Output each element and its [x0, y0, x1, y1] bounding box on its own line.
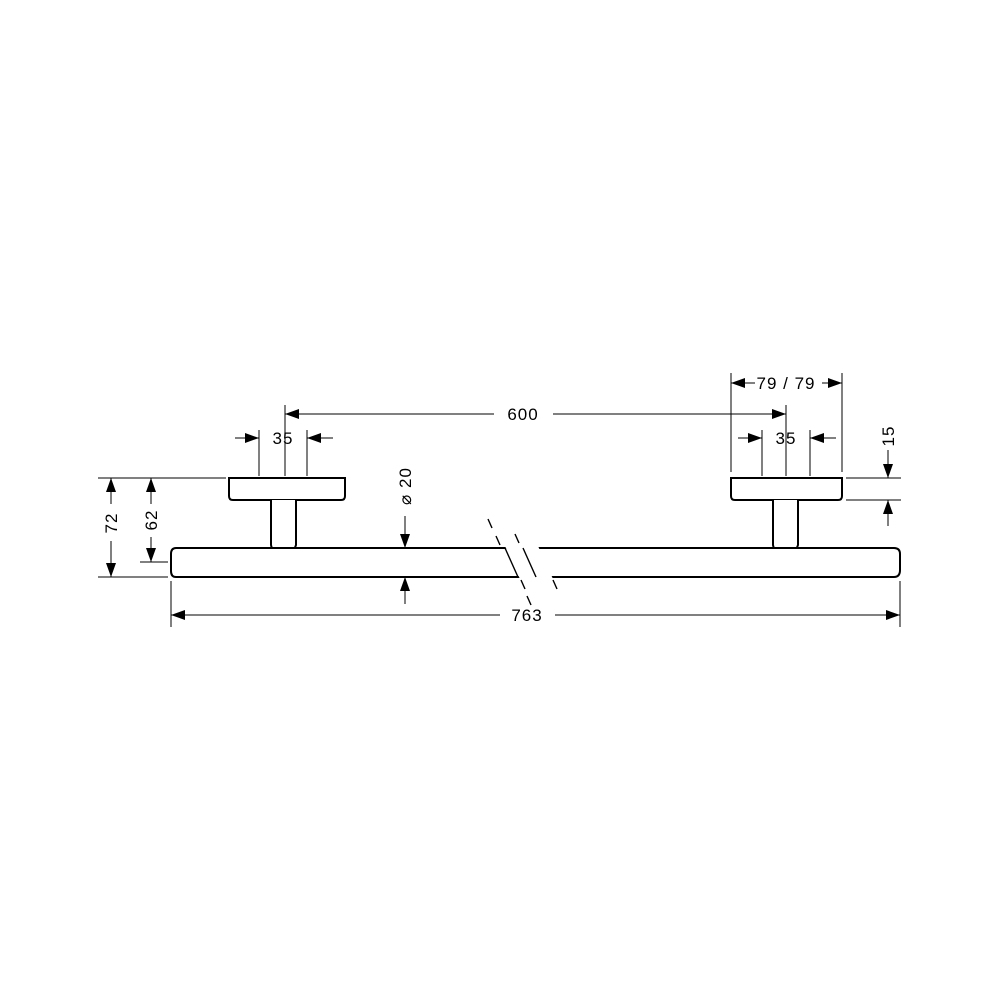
bar-projection-label: 62 [142, 510, 161, 531]
dimension-lines [106, 378, 900, 620]
flange-diameter-label: 79 / 79 [757, 374, 816, 393]
right-flange-width-label: 35 [776, 429, 797, 448]
overall-length-label: 763 [511, 606, 542, 625]
post-spacing-label: 600 [507, 405, 538, 424]
break-symbol [487, 518, 558, 606]
right-wall-flange [730, 477, 843, 501]
flange-height-label: 15 [879, 426, 898, 447]
left-flange-width-label: 35 [273, 429, 294, 448]
left-wall-flange [228, 477, 346, 501]
dimension-labels: 79 / 79 600 35 35 763 15 ⌀ 20 72 62 [102, 374, 898, 625]
towel-bar-part [170, 477, 901, 606]
total-projection-label: 72 [102, 513, 121, 534]
bar-diameter-label: ⌀ 20 [396, 467, 415, 505]
